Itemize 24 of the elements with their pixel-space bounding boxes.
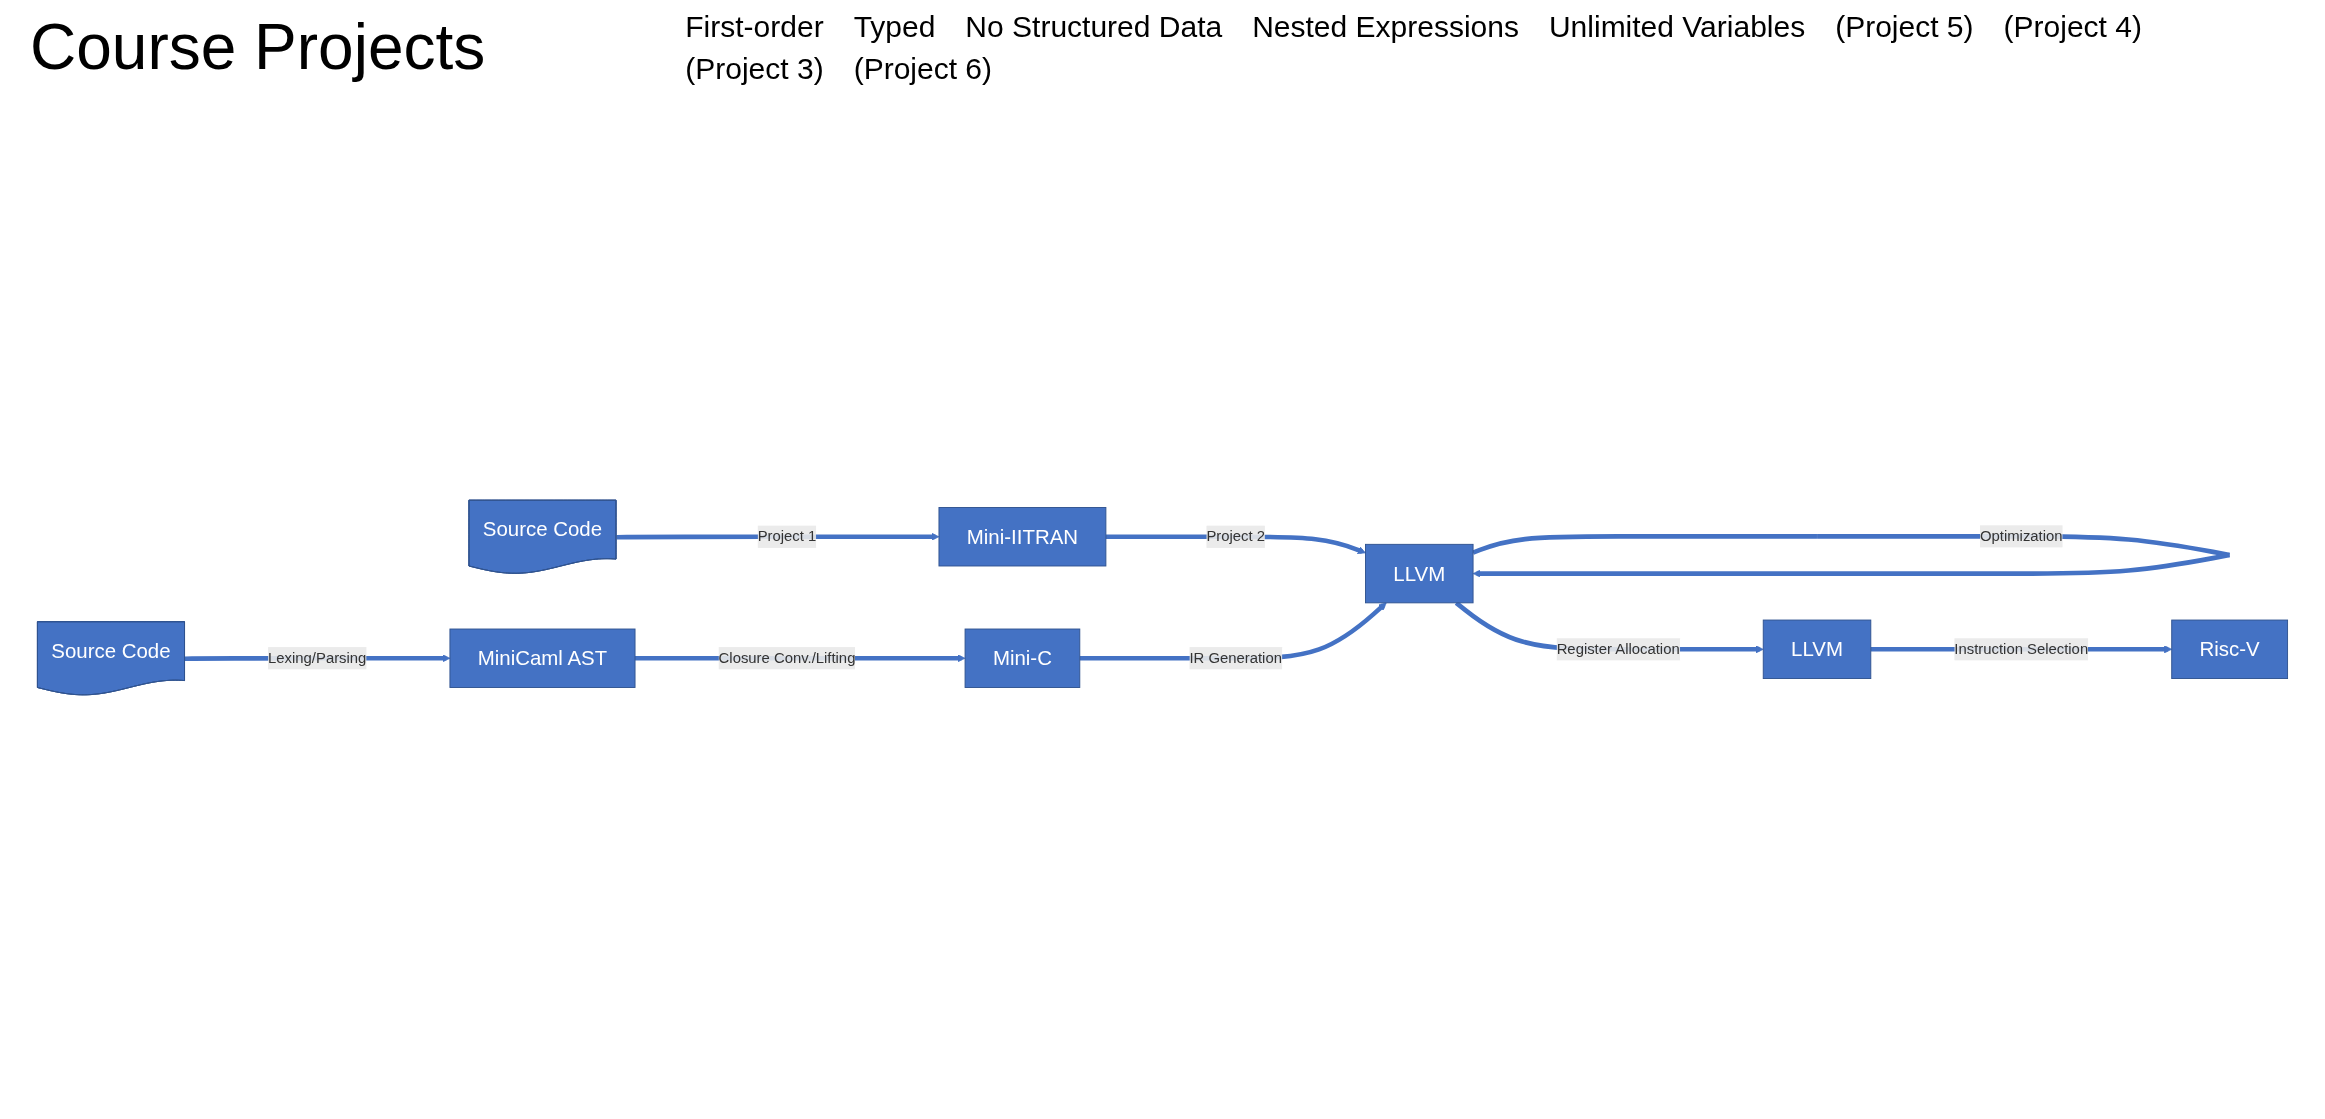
note-text: No Structured Data [965, 10, 1223, 44]
node-box: Mini-IITRAN [938, 507, 1107, 567]
node-box: Risc-V [2171, 619, 2289, 679]
edge-label: Instruction Selection [1954, 640, 2089, 657]
node-box: LLVM [1365, 543, 1474, 604]
node-box: LLVM [1762, 619, 1872, 679]
node-box: Mini-C [964, 628, 1081, 688]
note-text: Typed [853, 10, 936, 44]
note-text: (Project 6) [853, 52, 993, 86]
edge-label: Lexing/Parsing [268, 649, 367, 666]
note-text: First-order [685, 10, 824, 44]
note-text: (Project 3) [685, 52, 824, 86]
node-box: MiniCaml AST [449, 628, 636, 688]
note-text: (Project 5) [1835, 10, 1974, 44]
note-text: (Project 4) [2003, 10, 2142, 44]
edge-label: IR Generation [1189, 649, 1282, 666]
title: Course Projects [30, 10, 486, 84]
edge-label: Project 1 [757, 528, 817, 545]
edge-label: Closure Conv./Lifting [718, 649, 856, 666]
edge-label: Optimization [1979, 528, 2063, 544]
edge-label: Register Allocation [1556, 640, 1680, 657]
edge-label: Project 2 [1206, 528, 1266, 545]
note-text: Unlimited Variables [1548, 10, 1806, 44]
note-text: Nested Expressions [1252, 10, 1519, 44]
